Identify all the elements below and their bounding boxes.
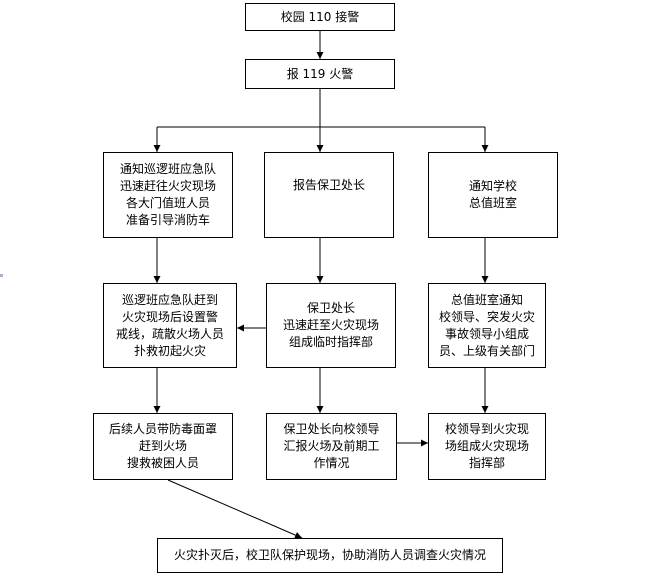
node-duty-room-notify: 总值班室通知校领导、突发火灾事故领导小组成员、上级有关部门 bbox=[428, 283, 546, 368]
node-notify-duty-room: 通知学校总值班室 bbox=[428, 152, 558, 238]
node-notify-patrol: 通知巡逻班应急队迅速赶往火灾现场各大门值班人员准备引导消防车 bbox=[103, 152, 233, 238]
node-line: 迅速赶往火灾现场 bbox=[119, 179, 216, 193]
node-line: 报告保卫处长 bbox=[292, 178, 365, 192]
node-line: 校领导到火灾现 bbox=[444, 422, 529, 436]
node-line: 汇报火场及前期工 bbox=[283, 439, 380, 453]
node-patrol-arrive: 巡逻班应急队赶到火灾现场后设置警戒线，疏散火场人员扑救初起火灾 bbox=[103, 283, 237, 368]
node-line: 火灾现场后设置警 bbox=[121, 309, 218, 324]
node-line: 准备引导消防车 bbox=[125, 213, 210, 227]
node-line: 迅速赶至火灾现场 bbox=[282, 318, 379, 332]
node-line: 保卫处长向校领导 bbox=[283, 422, 380, 436]
node-line: 火灾扑灭后，校卫队保护现场，协助消防人员调查火灾情况 bbox=[173, 548, 486, 562]
node-line: 各大门值班人员 bbox=[125, 196, 210, 210]
node-line: 保卫处长 bbox=[306, 301, 355, 315]
arrow-rescue-to-after bbox=[167, 479, 303, 539]
node-line: 场组成火灾现场 bbox=[444, 439, 529, 453]
node-report-chief: 报告保卫处长 bbox=[264, 152, 394, 238]
node-line: 通知巡逻班应急队 bbox=[119, 162, 216, 176]
node-campus-110: 校园 110 接警 bbox=[245, 3, 395, 31]
node-chief-report: 保卫处长向校领导汇报火场及前期工作情况 bbox=[266, 413, 397, 480]
node-after-fire: 火灾扑灭后，校卫队保护现场，协助消防人员调查火灾情况 bbox=[157, 538, 503, 573]
node-line: 通知学校 bbox=[468, 179, 517, 193]
node-line: 组成临时指挥部 bbox=[288, 335, 373, 349]
node-line: 扑救初起火灾 bbox=[133, 343, 206, 358]
node-line: 员、上级有关部门 bbox=[438, 343, 535, 358]
node-line: 巡逻班应急队赶到 bbox=[121, 292, 218, 307]
node-chief-command: 保卫处长迅速赶至火灾现场组成临时指挥部 bbox=[266, 283, 396, 368]
node-report-119: 报 119 火警 bbox=[245, 59, 395, 89]
edge-marker bbox=[0, 274, 3, 277]
node-line: 校领导、突发火灾 bbox=[438, 309, 535, 324]
node-line: 校园 110 接警 bbox=[280, 9, 360, 24]
node-line: 总值班室通知 bbox=[450, 292, 523, 307]
node-leader-command: 校领导到火灾现场组成火灾现场指挥部 bbox=[428, 413, 546, 480]
node-line: 事故领导小组成 bbox=[444, 326, 529, 341]
node-line: 戒线，疏散火场人员 bbox=[115, 326, 224, 341]
node-line: 作情况 bbox=[313, 456, 350, 470]
node-line: 指挥部 bbox=[468, 456, 505, 470]
node-line: 后续人员带防毒面罩 bbox=[108, 422, 217, 436]
node-line: 报 119 火警 bbox=[286, 66, 354, 81]
node-line: 赶到火场 bbox=[138, 439, 187, 453]
node-rescue-team: 后续人员带防毒面罩赶到火场搜救被困人员 bbox=[93, 413, 233, 480]
node-line: 搜救被困人员 bbox=[126, 456, 199, 470]
node-line: 总值班室 bbox=[468, 196, 517, 210]
